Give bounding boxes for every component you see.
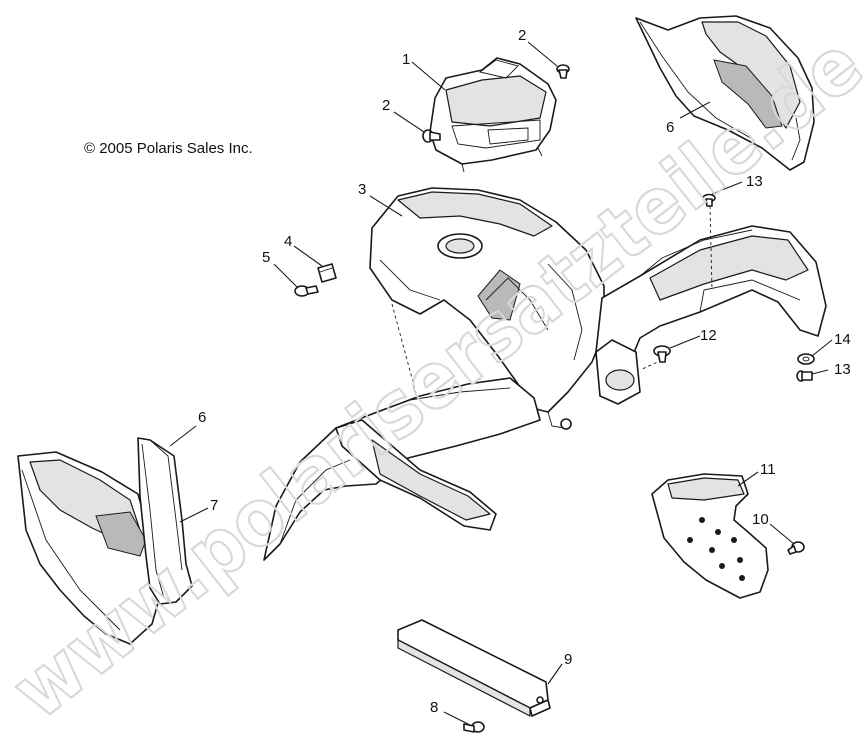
- callout-6-upper: 6: [666, 119, 674, 136]
- part-5-screw: [294, 285, 319, 297]
- part-4-nut-clip: [317, 263, 337, 283]
- callout-10: 10: [752, 511, 769, 528]
- part-2-screw-upper: [556, 64, 570, 79]
- part-3-front-fender: [369, 187, 605, 430]
- part-11-heat-shield: [651, 473, 769, 599]
- callout-13-lower: 13: [834, 361, 851, 378]
- callout-8: 8: [430, 699, 438, 716]
- part-1-headlight-pod: [429, 57, 557, 173]
- part-12-push-rivet: [653, 345, 671, 363]
- rear-fender-assembly: [595, 205, 827, 405]
- part-14-washer: [797, 353, 815, 365]
- callout-5: 5: [262, 249, 270, 266]
- part-6-side-panel-lower: [17, 451, 161, 645]
- part-10-screw: [787, 541, 805, 555]
- part-6-side-panel-upper: [635, 15, 815, 171]
- front-fender-lower-sweep: [263, 377, 541, 561]
- callout-7: 7: [210, 497, 218, 514]
- callout-1: 1: [402, 51, 410, 68]
- part-7-side-panel-trim: [137, 437, 193, 605]
- copyright-notice: © 2005 Polaris Sales Inc.: [84, 140, 253, 157]
- callout-2-left: 2: [382, 97, 390, 114]
- leader-lines: [169, 41, 833, 727]
- callout-numbers: 1 2 2 3 4 5 6 13 12 14 13 6 7 11 10 9 8: [198, 27, 851, 716]
- callout-4: 4: [284, 233, 292, 250]
- callout-13-upper: 13: [746, 173, 763, 190]
- callout-6-lower: 6: [198, 409, 206, 426]
- callout-2-upper: 2: [518, 27, 526, 44]
- part-9-bracket-plate: [397, 619, 551, 717]
- callout-3: 3: [358, 181, 366, 198]
- callout-9: 9: [564, 651, 572, 668]
- callout-14: 14: [834, 331, 851, 348]
- part-13-screw-lower: [796, 370, 813, 382]
- part-13-screw-upper: [702, 193, 716, 207]
- part-2-screw-left: [422, 129, 441, 143]
- callout-12: 12: [700, 327, 717, 344]
- callout-11: 11: [760, 461, 776, 478]
